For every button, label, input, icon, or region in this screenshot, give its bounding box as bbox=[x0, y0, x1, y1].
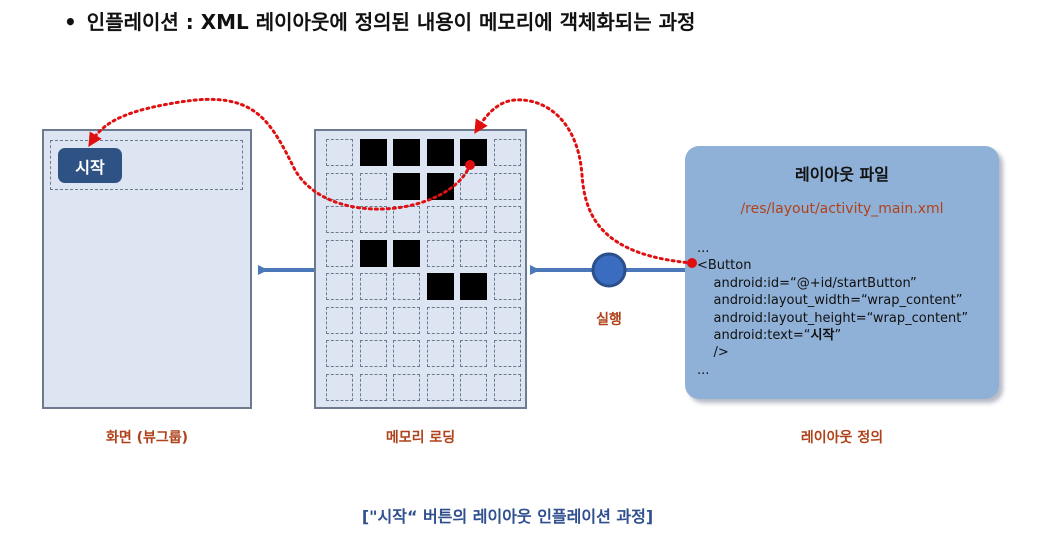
memory-cell bbox=[493, 206, 521, 233]
memory-cell bbox=[359, 206, 387, 233]
layout-file-title: 레이아웃 파일 bbox=[795, 165, 889, 184]
memory-cell bbox=[393, 139, 420, 166]
memory-cell bbox=[326, 273, 353, 300]
execute-node bbox=[591, 252, 627, 288]
memory-cell bbox=[493, 306, 521, 334]
code-text-quote: ” bbox=[834, 328, 842, 344]
code-line: ... bbox=[697, 362, 710, 378]
code-text-attr: android:text=“ bbox=[697, 328, 811, 344]
memory-cell bbox=[359, 139, 387, 166]
memory-cell bbox=[359, 172, 387, 200]
code-line: <Button bbox=[697, 258, 752, 274]
memory-cell bbox=[326, 139, 353, 166]
memory-cell bbox=[493, 373, 521, 401]
screen-view-group bbox=[50, 140, 243, 190]
memory-cell bbox=[460, 340, 487, 367]
memory-cell bbox=[326, 340, 353, 367]
memory-cell bbox=[493, 340, 521, 367]
memory-cell bbox=[426, 306, 454, 334]
code-line: /> bbox=[697, 345, 729, 361]
memory-cell bbox=[359, 239, 387, 267]
memory-cell bbox=[359, 306, 387, 334]
memory-cell bbox=[393, 273, 420, 300]
memory-origin-dot bbox=[465, 160, 475, 170]
layout-file-panel bbox=[685, 146, 999, 399]
memory-cell bbox=[393, 373, 420, 401]
memory-cell bbox=[393, 239, 420, 267]
figure-caption: ["시작“ 버튼의 레이아웃 인플레이션 과정] bbox=[361, 507, 654, 526]
title-text: 인플레이션 : XML 레이아웃에 정의된 내용이 메모리에 객체화되는 과정 bbox=[86, 10, 696, 34]
layout-file-path: /res/layout/activity_main.xml bbox=[740, 201, 944, 217]
code-line: android:id=“@+id/startButton” bbox=[697, 275, 917, 291]
memory-cell bbox=[493, 172, 521, 200]
memory-cell bbox=[426, 340, 454, 367]
memory-cell bbox=[326, 206, 353, 233]
memory-cell bbox=[326, 172, 353, 200]
memory-cell bbox=[326, 239, 353, 267]
code-origin-dot bbox=[687, 258, 697, 268]
memory-cell bbox=[393, 172, 420, 200]
memory-cell bbox=[493, 273, 521, 300]
memory-cell bbox=[493, 139, 521, 166]
code-line: android:layout_width=“wrap_content” bbox=[697, 293, 963, 309]
memory-cell bbox=[326, 306, 353, 334]
start-button[interactable]: 시작 bbox=[58, 148, 122, 183]
memory-cell bbox=[493, 239, 521, 267]
memory-cell bbox=[460, 273, 487, 300]
code-text-value: 시작 bbox=[810, 328, 835, 344]
memory-caption: 메모리 로딩 bbox=[385, 430, 456, 446]
execute-label: 실행 bbox=[596, 312, 622, 328]
memory-cell bbox=[426, 139, 454, 166]
dotted-memory-to-screen bbox=[88, 97, 472, 211]
memory-cell bbox=[426, 206, 454, 233]
memory-cell bbox=[359, 373, 387, 401]
code-line: android:layout_height=“wrap_content” bbox=[697, 310, 969, 326]
memory-cell bbox=[460, 239, 487, 267]
memory-cell bbox=[460, 206, 487, 233]
memory-cell bbox=[426, 373, 454, 401]
memory-cell bbox=[460, 373, 487, 401]
memory-cell bbox=[426, 273, 454, 300]
layout-caption: 레이아웃 정의 bbox=[800, 430, 884, 446]
screen-caption: 화면 (뷰그룹) bbox=[105, 430, 189, 446]
memory-cell bbox=[426, 239, 454, 267]
memory-cell bbox=[359, 340, 387, 367]
memory-cell bbox=[393, 340, 420, 367]
layout-code: ... <Button android:id=“@+id/startButton”… bbox=[697, 240, 968, 379]
dotted-layout-to-memory bbox=[474, 98, 694, 265]
memory-panel bbox=[314, 129, 527, 409]
code-line: ... bbox=[697, 241, 710, 256]
memory-cell bbox=[359, 273, 387, 300]
memory-cell bbox=[393, 306, 420, 334]
code-line: android:text=“시작” bbox=[697, 327, 968, 344]
title-bullet: • bbox=[64, 10, 77, 34]
memory-cell bbox=[326, 373, 353, 401]
memory-cell bbox=[460, 172, 487, 200]
memory-cell bbox=[460, 306, 487, 334]
page-title: • 인플레이션 : XML 레이아웃에 정의된 내용이 메모리에 객체화되는 과정 bbox=[64, 6, 695, 35]
